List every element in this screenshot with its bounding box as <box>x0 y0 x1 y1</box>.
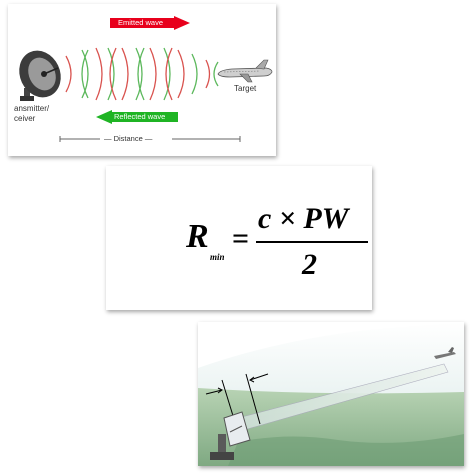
transmitter-label-line2: ceiver <box>14 114 36 123</box>
terrain-graphics <box>198 322 464 466</box>
distance-label: — Distance — <box>104 134 153 143</box>
pulse-diagram-graphics <box>19 47 273 142</box>
radar-dish-icon <box>19 50 61 101</box>
reflected-wave-fronts <box>81 47 219 101</box>
emitted-wave-label: Emitted wave <box>118 18 164 27</box>
airplane-icon <box>434 347 456 359</box>
emitted-wave-arrow: Emitted wave <box>110 16 190 30</box>
target-label: Target <box>234 84 257 93</box>
formula-equals: = <box>232 222 250 255</box>
transmitter-label-line1: ansmitter/ <box>14 104 50 113</box>
formula-lhs-subscript: min <box>210 252 225 262</box>
airplane-icon <box>217 59 273 83</box>
formula-denominator: 2 <box>302 248 317 281</box>
formula-card: R min = c × PW 2 <box>106 166 372 310</box>
fraction-bar <box>256 241 368 243</box>
formula-numerator: c × PW <box>258 202 349 235</box>
formula-lhs-symbol: R <box>186 218 209 255</box>
emitted-wave-fronts <box>65 47 211 101</box>
reflected-wave-arrow: Reflected wave <box>96 110 178 124</box>
radar-pulse-diagram: Emitted wave Reflected wave Target ansmi… <box>8 4 276 156</box>
radar-terrain-illustration <box>198 322 464 466</box>
distance-measure <box>59 136 241 142</box>
radar-dish-icon <box>210 411 251 460</box>
reflected-wave-label: Reflected wave <box>114 112 166 121</box>
